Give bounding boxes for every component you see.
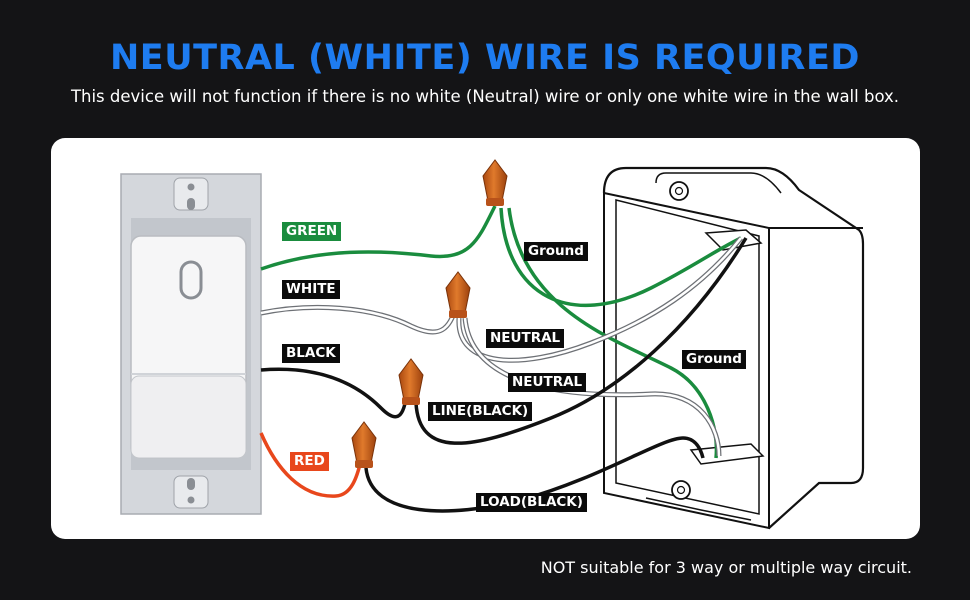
wire-nut-ground (482, 159, 508, 206)
label-black-wire: BLACK (282, 344, 340, 363)
label-neutral-2: NEUTRAL (508, 373, 587, 392)
wiring-diagram (120, 159, 865, 530)
wire-nut-line (398, 358, 424, 405)
wire-nut-load (351, 421, 377, 468)
label-green-wire: GREEN (282, 222, 342, 241)
label-ground-right: Ground (682, 350, 746, 369)
wiring-diagram-panel: GREEN WHITE BLACK RED Ground Ground NEUT… (51, 138, 920, 539)
label-white-wire: WHITE (282, 280, 340, 299)
label-ground-top: Ground (524, 242, 588, 261)
page-title: NEUTRAL (WHITE) WIRE IS REQUIRED (110, 38, 860, 78)
label-red-wire: RED (290, 452, 329, 471)
wire-nut-neutral (445, 271, 471, 318)
label-line-black: LINE(BLACK) (428, 402, 533, 421)
wall-junction-box (602, 166, 865, 530)
page-subtitle: This device will not function if there i… (70, 87, 900, 106)
neutral-wires (260, 236, 743, 457)
footer-note: NOT suitable for 3 way or multiple way c… (540, 558, 912, 577)
hot-wires (260, 237, 748, 513)
motion-sensor-switch (130, 235, 247, 459)
label-load-black: LOAD(BLACK) (476, 493, 587, 512)
red-wire (259, 432, 363, 498)
label-neutral-1: NEUTRAL (486, 329, 565, 348)
